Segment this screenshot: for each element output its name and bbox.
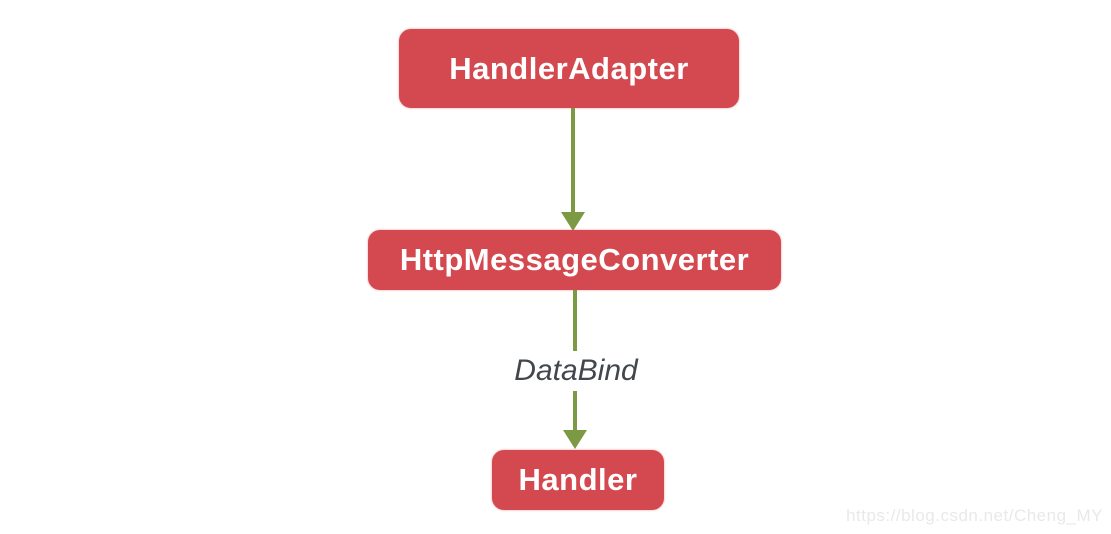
node-http-message-converter-label: HttpMessageConverter [399,242,750,277]
watermark-text: https://blog.csdn.net/Cheng_MY [846,506,1103,525]
node-handler-adapter-label: HandlerAdapter [449,50,689,86]
arrowhead-down-icon [563,430,587,449]
node-http-message-converter: HttpMessageConverter [368,230,781,290]
node-handler-label: Handler [518,462,638,497]
node-handler: Handler [492,450,664,510]
arrowhead-down-icon [561,212,585,231]
edge-label-databind: DataBind [504,351,648,391]
node-handler-adapter: HandlerAdapter [399,29,739,108]
edge-line-adapter-to-converter [571,108,575,214]
